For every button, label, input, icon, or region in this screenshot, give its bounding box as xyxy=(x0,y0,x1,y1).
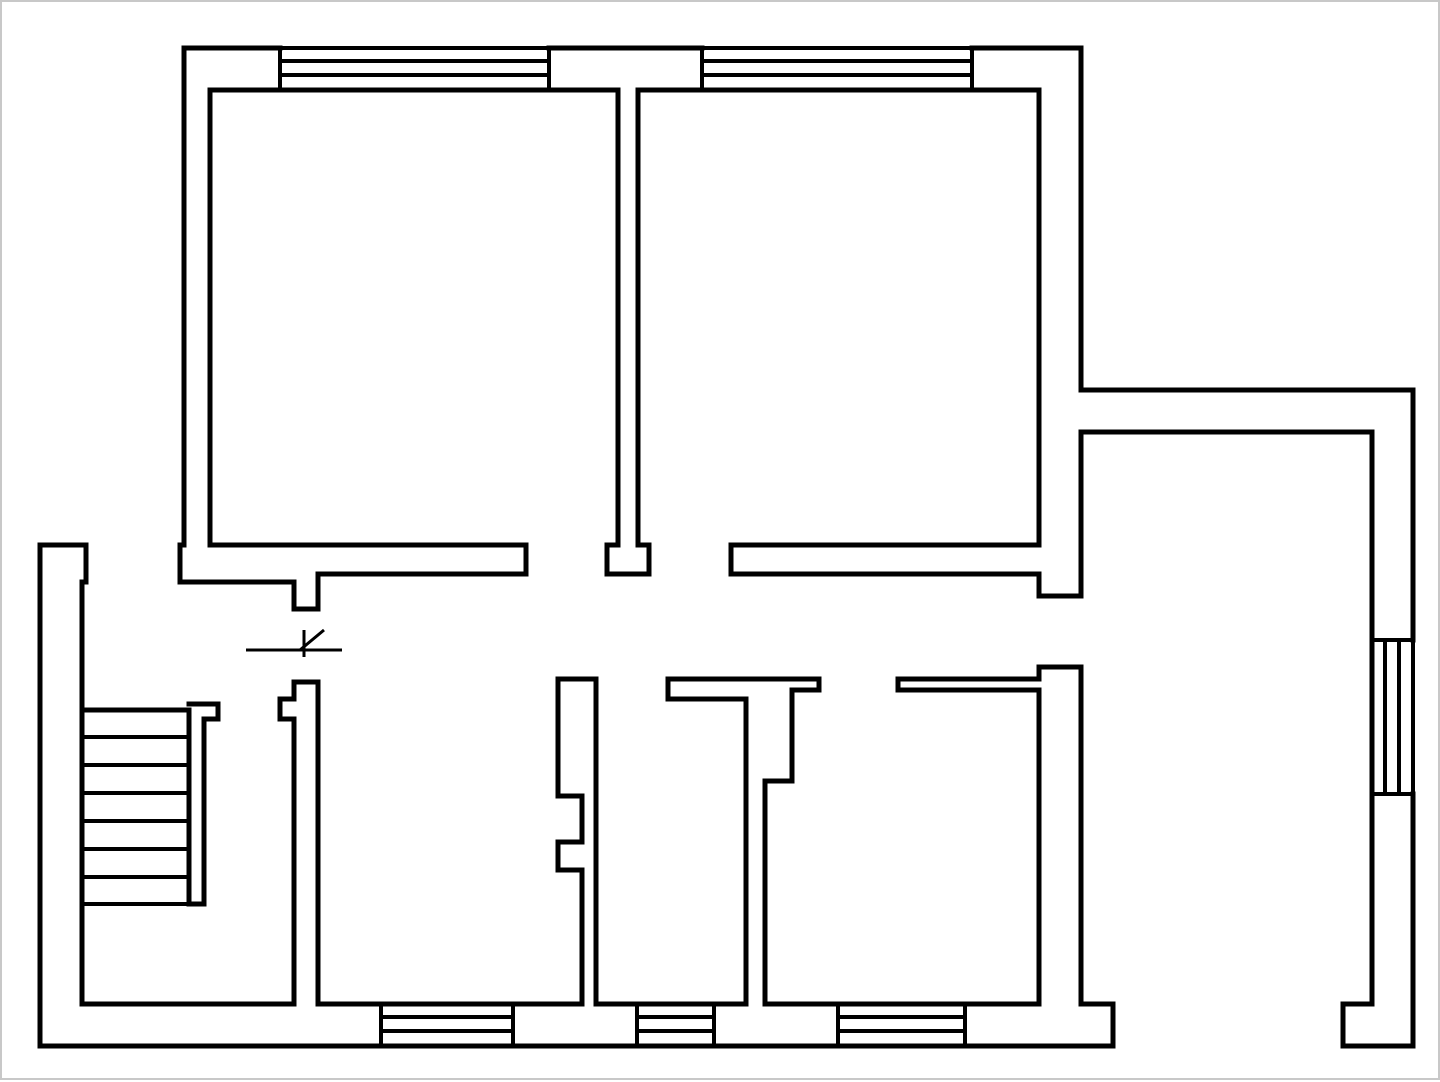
window-bottom-middle xyxy=(635,1002,716,1048)
window-right xyxy=(1370,638,1415,796)
window-bottom-right xyxy=(836,1002,967,1048)
lower-outer-wall xyxy=(37,542,1116,1049)
staircase xyxy=(79,701,221,907)
hallway-symbol xyxy=(246,628,342,657)
window-top-left xyxy=(278,46,551,92)
window-top-right xyxy=(700,46,974,92)
upper-outer-wall xyxy=(177,45,1416,1049)
window-bottom-left xyxy=(379,1002,515,1048)
